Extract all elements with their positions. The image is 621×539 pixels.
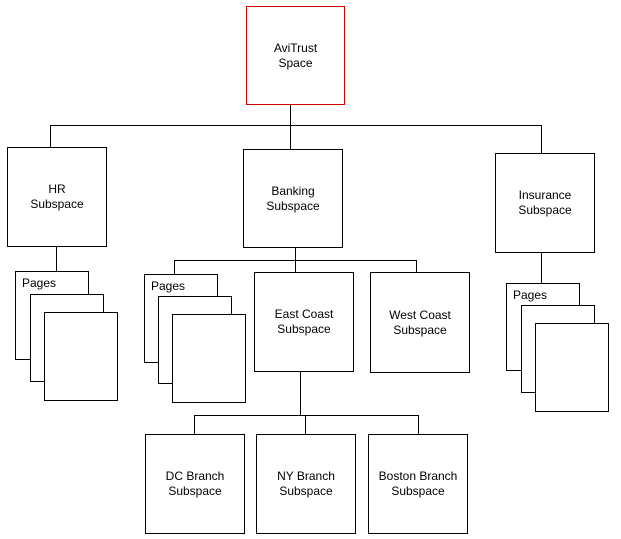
insurance-page-sheet (535, 323, 609, 412)
hr-pages-label: Pages (22, 276, 57, 290)
insurance-pages-label: Pages (513, 288, 548, 302)
banking-page-sheet (172, 314, 246, 403)
banking-pages-label: Pages (151, 279, 186, 293)
hr-page-sheet (44, 312, 118, 401)
